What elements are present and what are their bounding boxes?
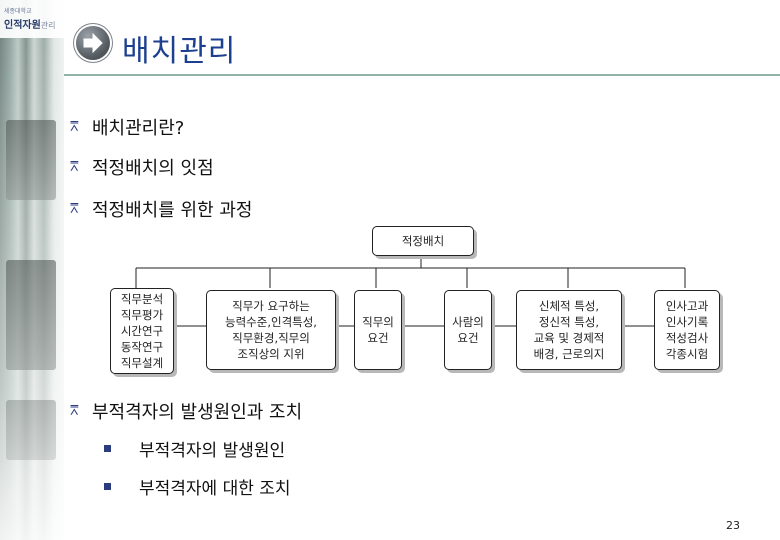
diagram-box-job-requirements: 직무의 요건 — [354, 290, 402, 370]
logo: 세종대학교 인적자원관리 — [0, 0, 64, 38]
bullet-text: 적정배치를 위한 과정 — [92, 200, 253, 221]
bullet-arrow-icon: ⩞ — [70, 201, 79, 217]
logo-main-bold: 인적자원 — [4, 20, 41, 31]
square-bullet-icon — [104, 445, 111, 452]
page-title: 배치관리 — [122, 34, 237, 69]
arrow-right-circle-icon — [76, 26, 110, 60]
logo-main-text: 인적자원관리 — [4, 16, 56, 31]
diagram-box-job-demands: 직무가 요구하는 능력수준,인격특성, 직무환경,직무의 조직상의 지위 — [206, 290, 336, 370]
page-number: 23 — [726, 519, 740, 532]
title-bar: 배치관리 — [64, 14, 780, 76]
bullet-text: 배치관리란? — [92, 118, 185, 139]
bullet-arrow-icon: ⩞ — [70, 159, 79, 175]
bullet-arrow-icon: ⩞ — [70, 403, 79, 419]
logo-small-text: 세종대학교 — [4, 8, 32, 15]
side-photo-figure — [6, 400, 56, 460]
sub-bullet-item: 부적격자의 발생원인 — [104, 436, 285, 461]
diagram-box-top: 적정배치 — [372, 226, 474, 256]
diagram-box-assessment: 인사고과 인사기록 적성검사 각종시험 — [654, 290, 720, 370]
side-photo-figure — [6, 260, 56, 370]
bullet-item: ⩞ 부적격자의 발생원인과 조치 — [70, 398, 302, 424]
bullet-text: 적정배치의 잇점 — [92, 158, 214, 179]
bullet-item: ⩞ 배치관리란? — [70, 114, 184, 140]
sub-bullet-text: 부적격자의 발생원인 — [139, 441, 286, 461]
diagram-box-job-analysis: 직무분석 직무평가 시간연구 동작연구 직무설계 — [110, 288, 174, 374]
side-photo-figure — [6, 120, 56, 200]
bullet-item: ⩞ 적정배치의 잇점 — [70, 154, 214, 180]
logo-sub-text: 관리 — [40, 21, 56, 30]
bullet-text: 부적격자의 발생원인과 조치 — [92, 402, 303, 423]
bullet-item: ⩞ 적정배치를 위한 과정 — [70, 196, 252, 222]
sub-bullet-text: 부적격자에 대한 조치 — [139, 479, 291, 499]
diagram-box-person-traits: 신체적 특성, 정신적 특성, 교육 및 경제적 배경, 근로의지 — [516, 290, 622, 370]
bullet-arrow-icon: ⩞ — [70, 119, 79, 135]
side-decoration-photo — [0, 0, 64, 540]
square-bullet-icon — [104, 483, 111, 490]
sub-bullet-item: 부적격자에 대한 조치 — [104, 474, 291, 499]
diagram-box-person-requirements: 사람의 요건 — [444, 290, 492, 370]
